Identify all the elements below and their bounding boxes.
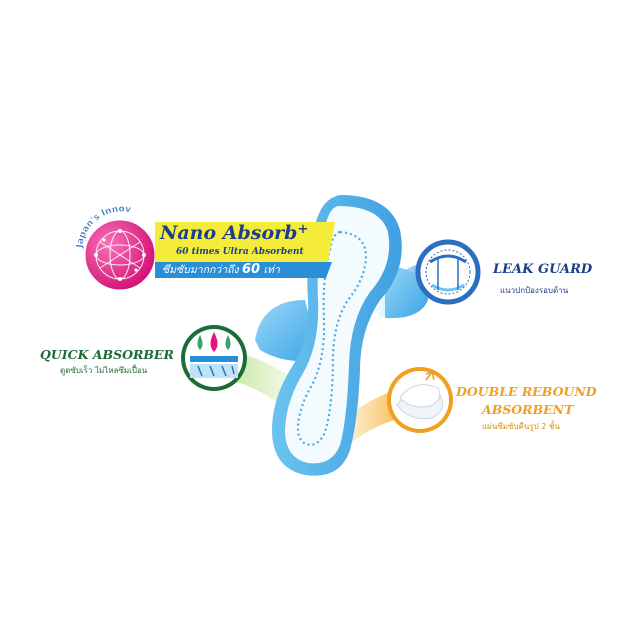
pad-core [285,206,390,464]
quick-absorber-icon [190,332,238,378]
double-rebound-title-2: ABSORBENT [482,402,574,417]
double-rebound-subtitle: แผ่นซึมซับคืนรูป 2 ชั้น [482,422,560,431]
leak-guard-ring [415,239,481,305]
quick-absorber-title: QUICK ABSORBER [40,347,174,362]
leak-guard-subtitle: แนวปกป้องรอบด้าน [500,286,569,295]
nano-absorb-thai: ซึมซับมากกว่าถึง 60 เท่า [162,262,280,277]
quick-absorber-subtitle: ดูดซับเร็ว ไม่ไหลซึมเปื้อน [60,366,148,375]
nano-yellow-banner [155,222,335,262]
nano-absorb-title: Nano Absorb+ [160,222,309,244]
leak-guard-title: LEAK GUARD [493,262,593,277]
nano-blue-banner [155,262,332,278]
japans-innovation-badge: Japan's Innovation [0,0,132,249]
double-rebound-title-1: DOUBLE REBOUND [456,384,597,399]
pad-channel [296,230,368,446]
nano-absorb-subtitle: 60 times Ultra Absorbent [176,247,304,257]
leak-guard-icon [425,249,471,295]
nano-plus: + [297,222,309,237]
double-rebound-icon [396,371,444,420]
